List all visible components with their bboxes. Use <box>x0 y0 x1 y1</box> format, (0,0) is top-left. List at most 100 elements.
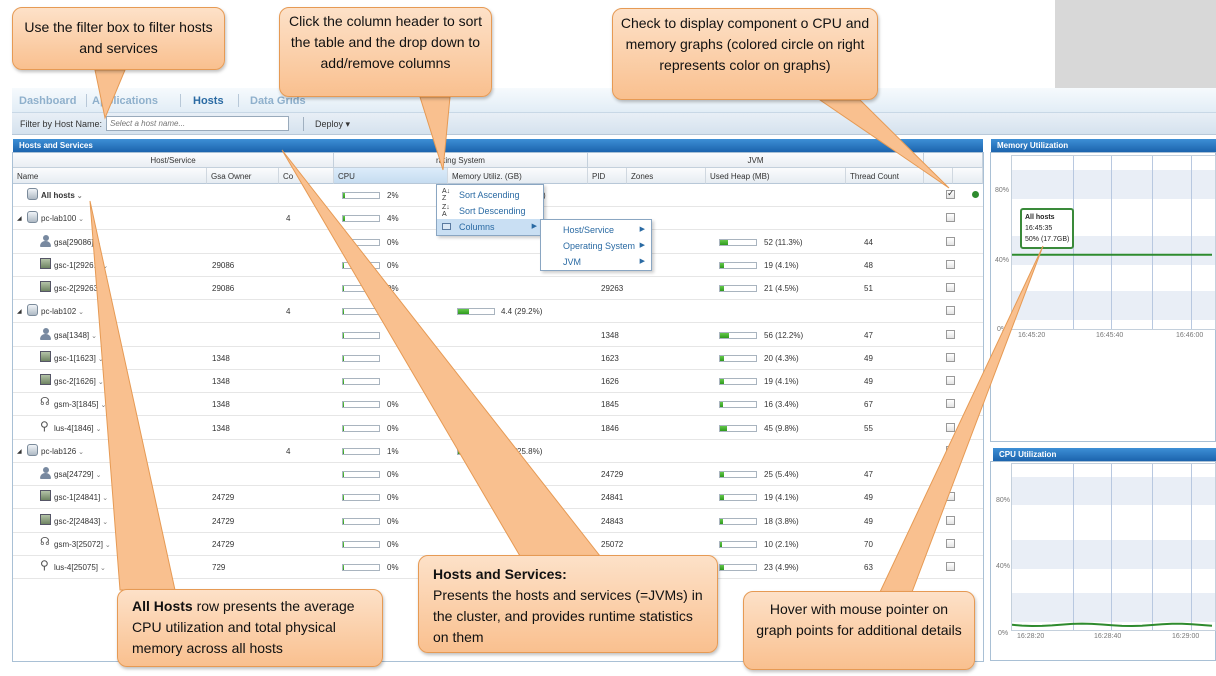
graph-checkbox[interactable] <box>946 562 955 571</box>
menu-columns[interactable]: Columns ▶ <box>437 219 543 235</box>
cpu-x-tick: 16:28:40 <box>1094 633 1122 640</box>
row-menu-chevron-icon[interactable]: ⌄ <box>95 472 102 479</box>
submenu-jvm[interactable]: JVM ▶ <box>541 254 651 270</box>
row-name[interactable]: gsc-2[24843]⌄ <box>54 517 108 526</box>
expand-toggle-icon[interactable]: ◢ <box>17 216 22 223</box>
graph-checkbox[interactable] <box>946 306 955 316</box>
cpu-y-tick: 0% <box>998 630 1009 637</box>
row-cpu: 2% <box>387 191 399 200</box>
row-name-text: gsa[29086] <box>54 237 94 247</box>
row-name[interactable]: gsa[24729]⌄ <box>54 470 101 479</box>
row-menu-chevron-icon[interactable]: ⌄ <box>100 402 107 410</box>
tab-dashboard[interactable]: Dashboard <box>19 95 77 107</box>
col-header-thread-count[interactable]: Thread Count <box>846 168 924 184</box>
gsc-service-icon <box>40 257 51 269</box>
row-name[interactable]: gsc-1[29261]⌄ <box>54 261 108 270</box>
col-header-cpu[interactable]: CPU <box>334 168 448 184</box>
row-menu-chevron-icon[interactable]: ⌄ <box>97 379 104 386</box>
row-name[interactable]: All hosts⌄ <box>41 191 83 200</box>
graph-checkbox[interactable] <box>946 352 955 362</box>
row-menu-chevron-icon[interactable]: ⌄ <box>102 262 109 270</box>
col-header-gsa-owner[interactable]: Gsa Owner <box>207 168 279 184</box>
group-header-host-service[interactable]: Host/Service <box>13 153 334 168</box>
col-header-used-heap[interactable]: Used Heap (MB) <box>706 168 846 184</box>
host-filter-input[interactable] <box>106 116 289 131</box>
col-header-name[interactable]: Name <box>13 168 207 184</box>
row-menu-chevron-icon[interactable]: ⌄ <box>78 309 85 317</box>
cpu-bar-fill <box>343 309 344 315</box>
submenu-operating-system[interactable]: Operating System ▶ <box>541 238 651 254</box>
graph-checkbox[interactable] <box>946 515 955 525</box>
row-name[interactable]: lus-4[25075]⌄ <box>54 563 106 572</box>
row-gsa-owner: 1348 <box>212 353 230 363</box>
expand-toggle-icon[interactable]: ◢ <box>17 448 22 455</box>
row-name[interactable]: pc-lab100⌄ <box>41 214 84 223</box>
row-pid: 1348 <box>601 330 619 340</box>
menu-sort-descending[interactable]: Z↓A Sort Descending <box>437 203 543 219</box>
tab-hosts[interactable]: Hosts <box>193 95 224 107</box>
row-pid: 1846 <box>601 423 619 433</box>
row-gsa-owner: 729 <box>212 563 226 572</box>
graph-checkbox[interactable] <box>946 329 955 339</box>
row-name[interactable]: gsc-1[24841]⌄ <box>54 493 108 502</box>
heap-bar <box>719 238 757 246</box>
row-menu-chevron-icon[interactable]: ⌄ <box>91 332 98 340</box>
graph-checkbox[interactable] <box>946 538 955 548</box>
graph-checkbox[interactable] <box>946 376 955 385</box>
row-menu-chevron-icon[interactable]: ⌄ <box>78 216 85 224</box>
submenu-host-service[interactable]: Host/Service ▶ <box>541 222 651 238</box>
row-cpu: 0% <box>387 237 399 247</box>
row-name[interactable]: pc-lab102⌄ <box>41 307 84 316</box>
row-name[interactable]: gsm-3[1845]⌄ <box>54 400 106 409</box>
series-line[interactable] <box>1012 622 1213 628</box>
deploy-menu-button[interactable]: Deploy ▾ <box>315 119 351 129</box>
graph-checkbox[interactable] <box>946 259 955 269</box>
row-name[interactable]: gsc-2[1626]⌄ <box>54 377 104 386</box>
graph-checkbox[interactable] <box>946 422 955 432</box>
row-menu-chevron-icon[interactable]: ⌄ <box>97 355 104 363</box>
row-cpu: 0% <box>387 400 399 410</box>
group-header-operating-system[interactable]: rating System <box>334 153 588 168</box>
col-header-memory[interactable]: Memory Utiliz. (GB) <box>448 168 588 184</box>
cpu-chart-plot[interactable] <box>1011 463 1216 631</box>
graph-checkbox[interactable] <box>946 213 955 223</box>
row-menu-chevron-icon[interactable]: ⌄ <box>76 193 83 200</box>
table-row[interactable]: gsa[29086]⌄0%52 (11.3%)44 <box>13 231 983 254</box>
group-header-jvm[interactable]: JVM <box>588 153 924 168</box>
chart-grid-band <box>1012 477 1215 506</box>
row-menu-chevron-icon[interactable]: ⌄ <box>102 518 109 526</box>
tab-data-grids[interactable]: Data Grids <box>250 95 306 107</box>
row-menu-chevron-icon[interactable]: ⌄ <box>78 448 85 456</box>
graph-checkbox[interactable]: ✓ <box>946 188 955 199</box>
row-name[interactable]: lus-4[1846]⌄ <box>54 424 101 433</box>
col-header-zones[interactable]: Zones <box>627 168 706 184</box>
row-menu-chevron-icon[interactable]: ⌄ <box>104 541 111 549</box>
row-menu-chevron-icon[interactable]: ⌄ <box>95 425 102 433</box>
row-name[interactable]: gsm-3[25072]⌄ <box>54 540 111 549</box>
graph-checkbox[interactable] <box>946 283 955 292</box>
row-menu-chevron-icon[interactable]: ⌄ <box>102 495 109 503</box>
row-name[interactable]: gsa[1348]⌄ <box>54 331 97 340</box>
row-name[interactable]: gsc-1[1623]⌄ <box>54 354 104 363</box>
graph-checkbox[interactable] <box>946 399 955 409</box>
menu-sort-ascending[interactable]: A↓Z Sort Ascending <box>437 187 543 203</box>
row-used-heap: 45 (9.8%) <box>764 423 799 433</box>
memory-chart-title: Memory Utilization <box>991 139 1216 152</box>
submenu-arrow-icon: ▶ <box>639 226 645 233</box>
cpu-bar <box>342 331 380 339</box>
chart-gridline <box>1152 464 1154 630</box>
row-name-text: gsc-1[1623] <box>54 353 96 363</box>
row-cpu: 0% <box>387 284 399 293</box>
row-name[interactable]: pc-lab126⌄ <box>41 447 84 456</box>
expand-toggle-icon[interactable]: ◢ <box>17 309 22 316</box>
row-menu-chevron-icon[interactable]: ⌄ <box>100 565 106 572</box>
heap-bar-fill <box>720 332 729 338</box>
graph-checkbox[interactable] <box>946 236 955 246</box>
col-header-pid[interactable]: PID <box>588 168 627 184</box>
